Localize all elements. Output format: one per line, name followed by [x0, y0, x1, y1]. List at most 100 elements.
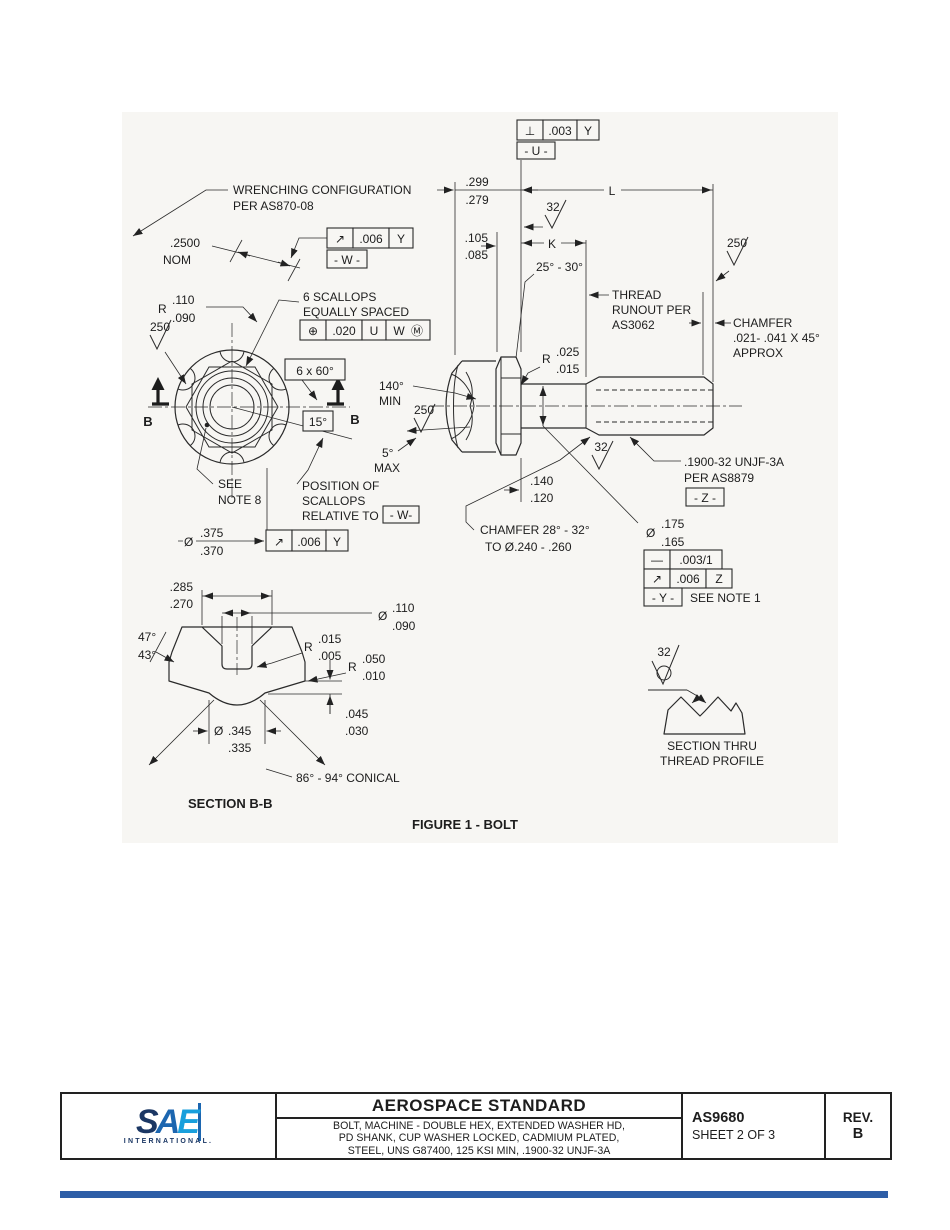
- scallop-callouts: R .110 .090 250 6 SCALLOPS EQUALLY SPACE…: [149, 290, 431, 385]
- section-bb-view: .285 .270 Ø .110 .090 47° 43° R .015 .00…: [138, 580, 416, 811]
- finish-check-machined-icon: [651, 644, 680, 686]
- description-line-3: STEEL, UNS G87400, 125 KSI MIN, .1900-32…: [347, 1144, 611, 1157]
- side-view-callouts: 140° MIN 250 5° MAX R .025 .015 .140 .12…: [374, 345, 639, 524]
- dim-335: .335: [228, 741, 252, 755]
- datum-z: - Z -: [694, 491, 716, 505]
- datum-w-ref: - W-: [390, 508, 412, 522]
- dim-090: .090: [392, 619, 416, 633]
- dim-015: .015: [556, 362, 580, 376]
- title-block-center: AEROSPACE STANDARD BOLT, MACHINE - DOUBL…: [277, 1094, 683, 1158]
- dim-r-recess: R: [304, 640, 313, 654]
- revision-cell: REV. B: [826, 1094, 890, 1158]
- finish-check-icon: [726, 236, 749, 267]
- fcf-runout-y-datum: Y: [333, 535, 341, 549]
- dim-140s: .140: [530, 474, 554, 488]
- document-number: AS9680: [692, 1110, 745, 1126]
- angle-boxes: 6 x 60° 15°: [284, 358, 346, 432]
- sheet-number: SHEET 2 OF 3: [692, 1128, 776, 1142]
- fcf-position-value: .020: [332, 324, 356, 338]
- dim-max: MAX: [374, 461, 400, 475]
- fcf-perpendicularity: ⊥ .003 Y - U -: [516, 119, 600, 160]
- dim-279: .279: [465, 193, 489, 207]
- fcf-straightness-value: .003/1: [679, 553, 713, 567]
- dim-15deg: 15°: [309, 415, 327, 429]
- mmc-modifier-icon: Ⓜ: [411, 324, 423, 338]
- dia-symbol: Ø: [184, 535, 193, 549]
- sae-logo-a: A: [155, 1103, 181, 1141]
- dia-symbol: Ø: [214, 724, 223, 738]
- note-wrenching-1: WRENCHING CONFIGURATION: [233, 183, 411, 197]
- footer-accent-bar: [60, 1191, 888, 1198]
- thread-profile-shape: [663, 696, 746, 735]
- dim-015b: .015: [318, 632, 342, 646]
- dim-6x60: 6 x 60°: [296, 364, 334, 378]
- dim-345: .345: [228, 724, 252, 738]
- finish-32-profile: 32: [657, 645, 671, 659]
- note-pos-2: SCALLOPS: [302, 494, 365, 508]
- section-label-b-left: B: [143, 414, 152, 429]
- runout-icon: ↗: [652, 572, 662, 586]
- revision-label: REV.: [842, 1110, 874, 1125]
- note-thread-1: .1900-32 UNJF-3A: [684, 455, 784, 469]
- dim-r-fillet: R: [542, 352, 551, 366]
- description-line-2: PD SHANK, CUP WASHER LOCKED, CADMIUM PLA…: [338, 1132, 620, 1145]
- thread-profile-inset: 32 SECTION THRU THREAD PROFILE: [648, 644, 764, 768]
- note-scallops-1: 6 SCALLOPS: [303, 290, 376, 304]
- section-label-b-right: B: [350, 412, 359, 427]
- note-runout-3: AS3062: [612, 318, 655, 332]
- dim-2500: .2500: [170, 236, 200, 250]
- title-block: SAE INTERNATIONAL. AEROSPACE STANDARD BO…: [60, 1092, 892, 1160]
- note-thread-2: PER AS8879: [684, 471, 754, 485]
- dim-005: .005: [318, 649, 342, 663]
- section-arrow-right-icon: [331, 377, 345, 390]
- sae-logo-letters: SAE: [136, 1103, 201, 1141]
- finish-250-crown: 250: [414, 403, 434, 417]
- dim-5deg: 5°: [382, 446, 394, 460]
- dim-nom: NOM: [163, 253, 191, 267]
- figure-area: [122, 112, 838, 843]
- note8-marker-dot: [204, 422, 210, 428]
- revision-value: B: [852, 1126, 864, 1142]
- thread-spec: .1900-32 UNJF-3A PER AS8879 - Z -: [629, 436, 784, 507]
- finish-32-thread: 32: [594, 440, 608, 454]
- note-thread-profile-2: THREAD PROFILE: [660, 754, 764, 768]
- finish-250-face: 250: [150, 320, 170, 334]
- dim-length-l: L: [609, 184, 616, 198]
- dim-r-flange: R: [348, 660, 357, 674]
- dim-angle-25-30: 25° - 30°: [536, 260, 583, 274]
- top-dimensions: .299 .279 L 32 .105 .085 K 25° - 30° 250: [437, 175, 749, 359]
- section-cut-arrows: B B: [143, 377, 360, 429]
- note-chamfer45-3: APPROX: [733, 346, 783, 360]
- fcf-position-datum2: W: [393, 324, 405, 338]
- fcf-runout-z-value: .006: [676, 572, 700, 586]
- document-number-cell: AS9680 SHEET 2 OF 3: [683, 1094, 826, 1158]
- dim-375: .375: [200, 526, 224, 540]
- dim-370: .370: [200, 544, 224, 558]
- fcf-runout-y-value: .006: [297, 535, 321, 549]
- section-arrow-left-icon: [151, 377, 165, 390]
- dim-47deg: 47°: [138, 630, 156, 644]
- dim-030: .030: [345, 724, 369, 738]
- extension-lines: [266, 160, 714, 530]
- position-icon: ⊕: [308, 324, 318, 338]
- sae-logo-e: E: [177, 1103, 201, 1141]
- document-type-title: AEROSPACE STANDARD: [277, 1094, 681, 1119]
- dim-025: .025: [556, 345, 580, 359]
- perpendicularity-icon: ⊥: [525, 124, 535, 138]
- figure-caption: FIGURE 1 - BOLT: [412, 817, 518, 832]
- section-profile: [168, 626, 306, 706]
- dia-symbol: Ø: [378, 609, 387, 623]
- section-bb-caption: SECTION B-B: [188, 796, 273, 811]
- straightness-icon: —: [651, 553, 663, 567]
- thread-runout-note: THREAD RUNOUT PER AS3062 CHAMFER .021- .…: [589, 288, 820, 360]
- note-runout-2: RUNOUT PER: [612, 303, 691, 317]
- finish-check-icon: [413, 403, 436, 434]
- fcf-runout-w-value: .006: [359, 232, 383, 246]
- hex-2: [191, 360, 273, 454]
- dim-165: .165: [661, 535, 685, 549]
- head-od-dimension: Ø .375 .370 ↗ .006 Y: [178, 526, 349, 558]
- shank-dia-callout: Ø .175 .165 — .003/1 ↗ .006 Z - Y - SEE …: [643, 517, 761, 607]
- wrenching-note: WRENCHING CONFIGURATION PER AS870-08 .25…: [132, 183, 411, 282]
- dim-k: K: [548, 237, 556, 251]
